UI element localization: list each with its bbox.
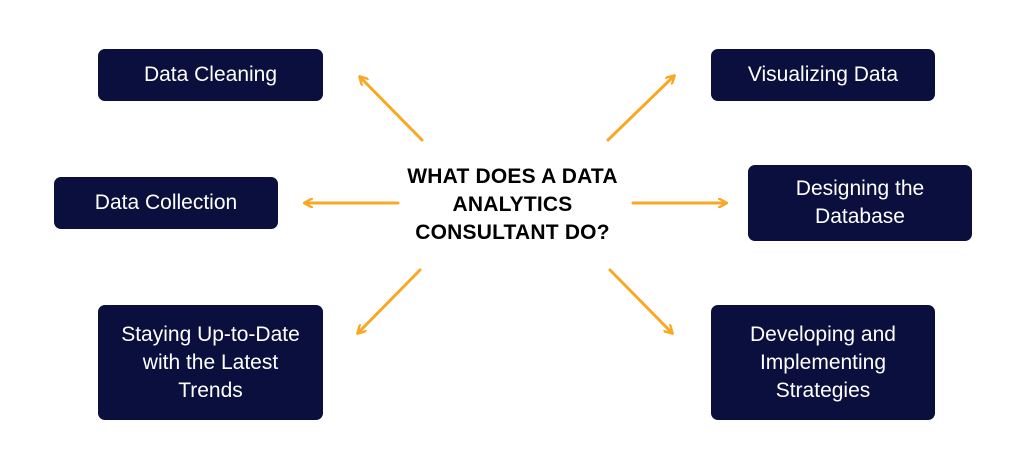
node-label: Developing and Implementing Strategies [750,322,896,402]
node-data-cleaning: Data Cleaning [98,49,323,101]
node-label: Staying Up-to-Date with the Latest Trend… [121,322,300,402]
arrow-to-developing-strategies [608,268,672,333]
node-staying-up-to-date: Staying Up-to-Date with the Latest Trend… [98,305,323,420]
arrow-to-visualizing-data [606,76,674,142]
central-question: WHAT DOES A DATA ANALYTICS CONSULTANT DO… [407,165,618,244]
node-label: Data Cleaning [143,63,278,86]
node-data-collection: Data Collection [54,177,278,229]
node-label: Designing the Database [795,177,925,228]
node-designing-database: Designing the Database [748,165,972,241]
arrow-to-data-cleaning [360,77,424,142]
node-label: Data Collection [94,191,238,214]
node-label: Visualizing Data [747,63,899,86]
arrow-to-staying-up-to-date [358,268,422,333]
node-developing-strategies: Developing and Implementing Strategies [711,305,935,420]
node-visualizing-data: Visualizing Data [711,49,935,101]
